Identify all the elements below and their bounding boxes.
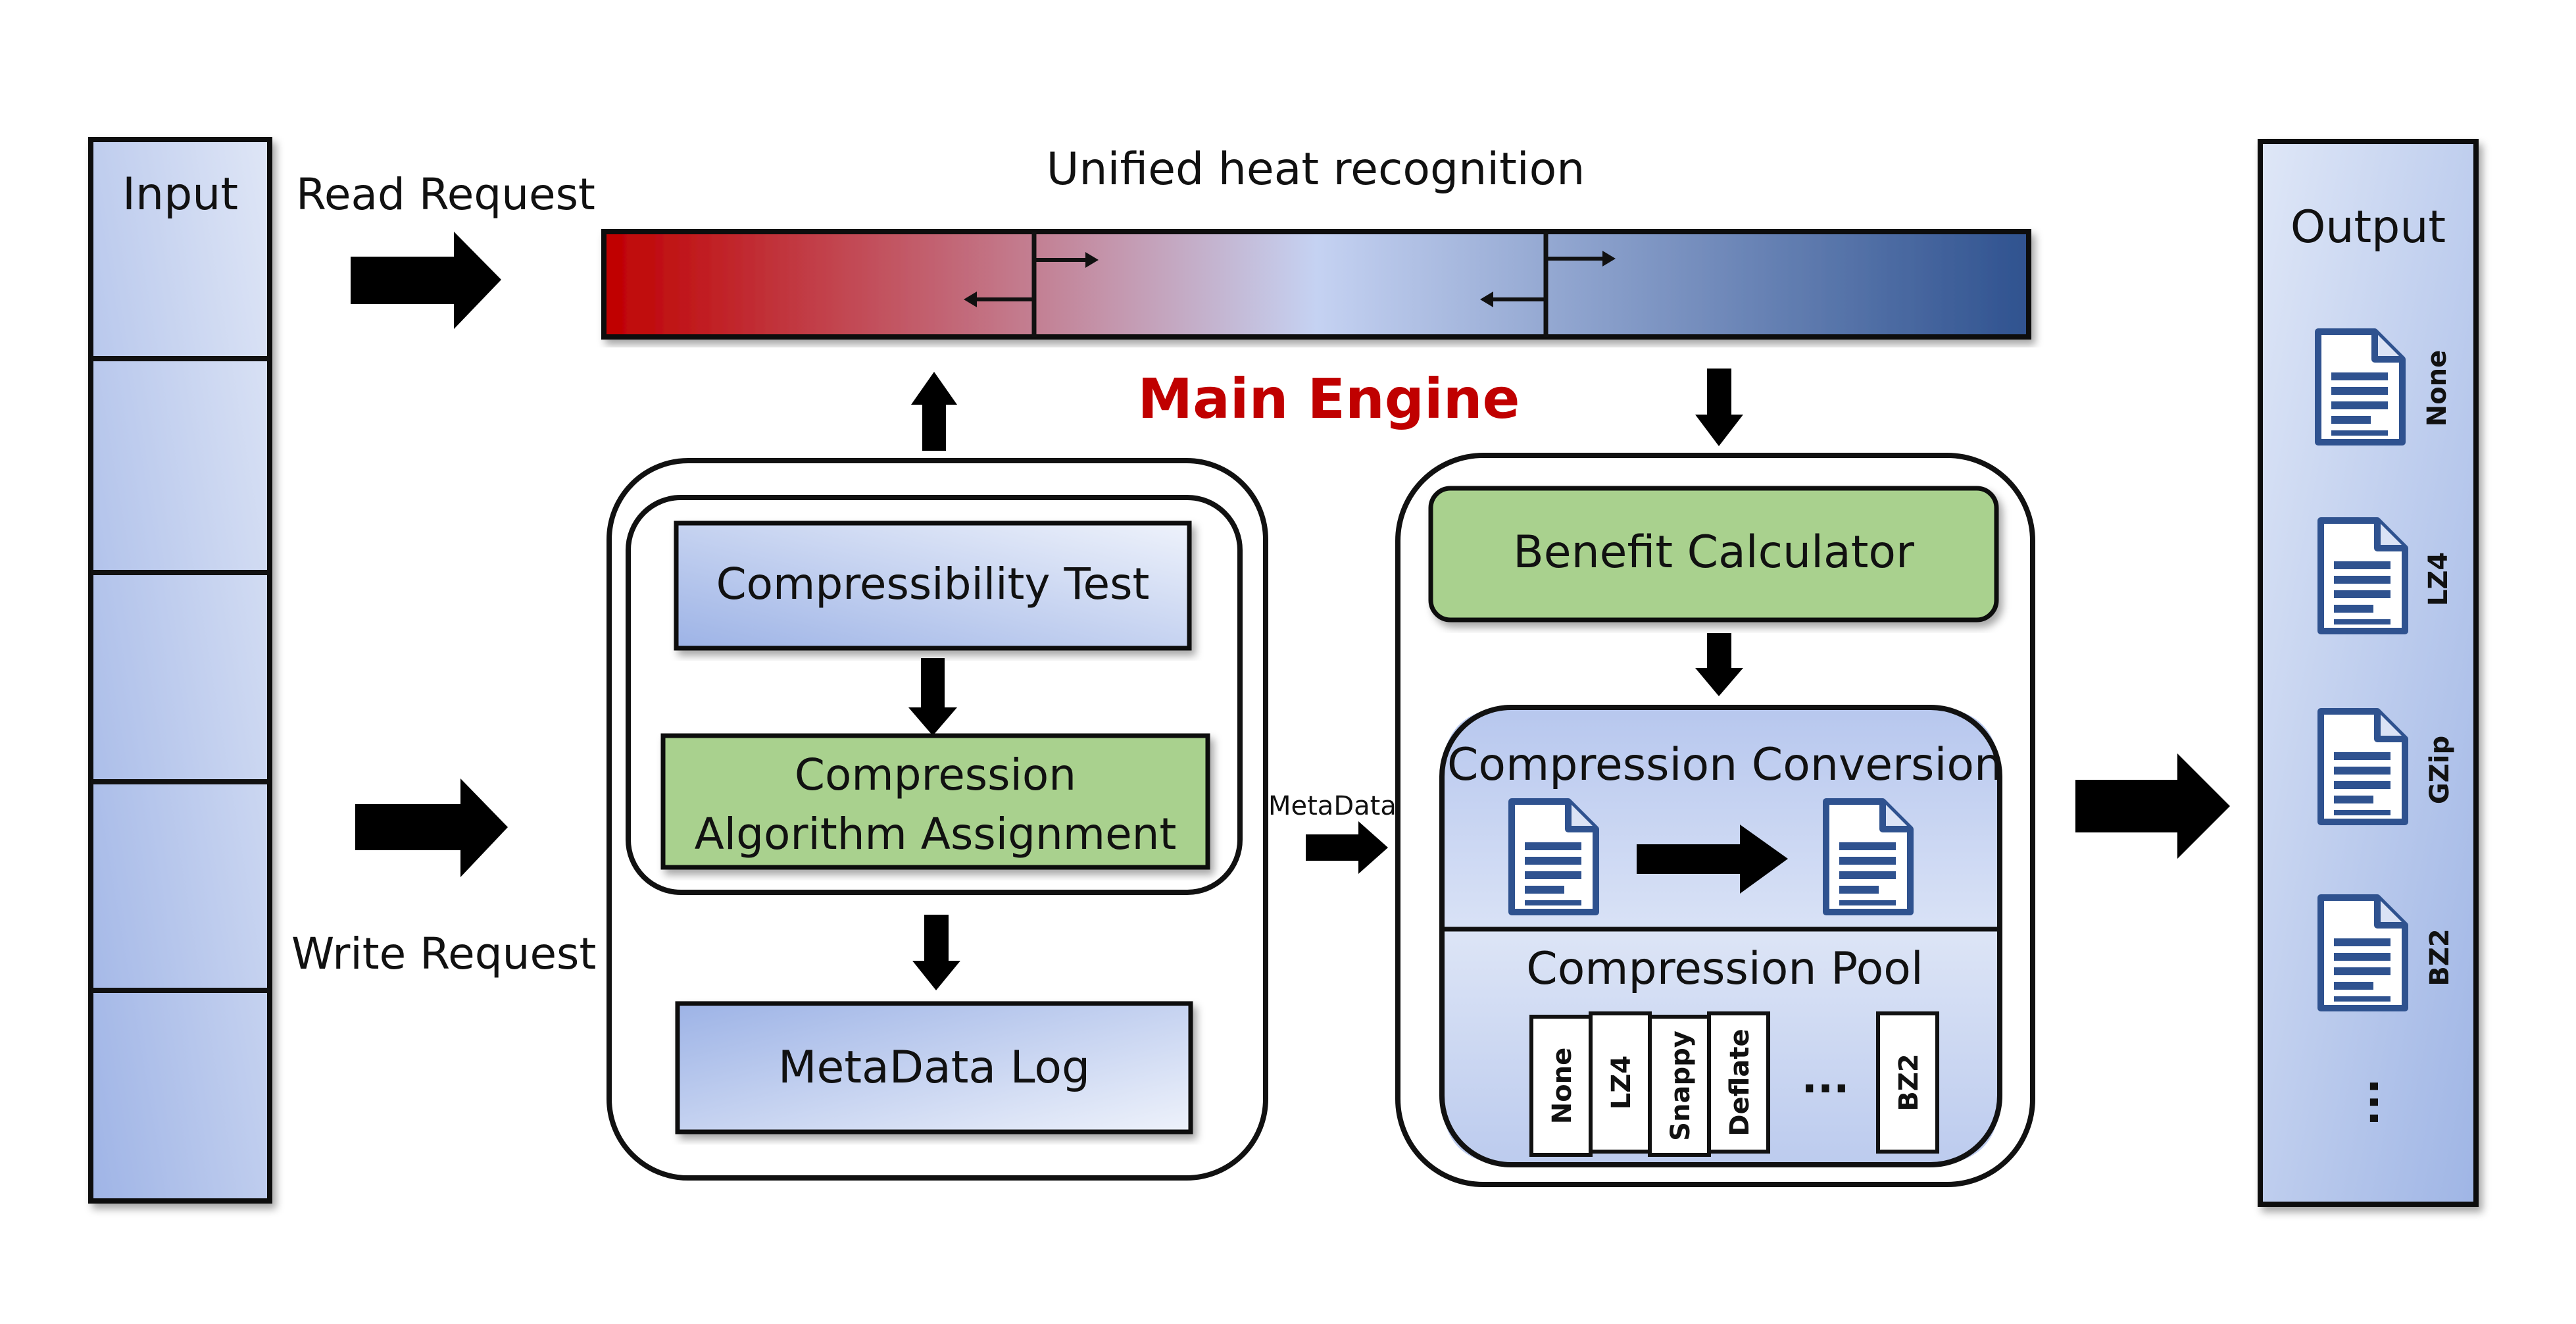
file-icon <box>2321 898 2405 1008</box>
down-arrow <box>1695 369 1743 446</box>
svg-text:BZ2: BZ2 <box>1894 1054 1924 1111</box>
output-column: Output None LZ4 GZip BZ2 ... <box>2258 139 2479 1207</box>
read-request-label: Read Request <box>296 169 595 220</box>
file-icon <box>2321 711 2405 822</box>
write-request-arrow <box>355 778 508 877</box>
compressibility-test-box <box>674 521 1192 651</box>
pool-item-bz2: BZ2 <box>1876 1011 1939 1154</box>
compressibility-test-label: Compressibility Test <box>716 559 1150 609</box>
svg-text:GZip: GZip <box>2425 736 2455 804</box>
output-file-bz2: BZ2 <box>2321 898 2455 1008</box>
output-file-none: None <box>2318 332 2452 442</box>
metadata-arrow-label: MetaData <box>1268 791 1397 821</box>
benefit-calculator-box <box>1428 486 1999 623</box>
pool-label: Compression Pool <box>1526 943 1923 995</box>
svg-text:BZ2: BZ2 <box>2425 929 2455 986</box>
algorithm-assignment-box <box>660 733 1210 870</box>
arrow-test-to-assignment <box>908 658 957 736</box>
conversion-arrow <box>1637 825 1788 894</box>
right-module: Benefit Calculator Compression Conversio… <box>1395 453 2035 1187</box>
arrow-to-metadata-log <box>912 915 960 990</box>
file-icon <box>2321 521 2405 631</box>
heat-recognition-bar: Unified heat recognition <box>601 143 2031 340</box>
input-label: Input <box>122 168 238 220</box>
pool-item-deflate: Deflate <box>1707 1011 1770 1154</box>
pool-ellipsis: ... <box>1802 1054 1850 1103</box>
svg-text:None: None <box>2422 350 2452 427</box>
up-arrow <box>911 372 957 451</box>
output-arrow <box>2075 753 2230 859</box>
conversion-label: Compression Conversion <box>1447 739 2002 791</box>
output-file-lz4: LZ4 <box>2321 521 2454 631</box>
metadata-log-label: MetaData Log <box>778 1042 1090 1094</box>
main-engine-title: Main Engine <box>1138 367 1520 431</box>
benefit-calculator-label: Benefit Calculator <box>1513 526 1914 578</box>
svg-text:LZ4: LZ4 <box>2423 552 2454 606</box>
output-file-gzip: GZip <box>2321 711 2455 822</box>
svg-text:Snappy: Snappy <box>1666 1031 1696 1141</box>
pool-item-snappy: Snappy <box>1648 1015 1711 1157</box>
file-icon <box>2318 332 2402 442</box>
assignment-label-line2: Algorithm Assignment <box>695 809 1177 859</box>
write-request-label: Write Request <box>291 929 596 979</box>
arrow-benefit-to-conversion <box>1695 633 1743 696</box>
output-label: Output <box>2291 201 2446 253</box>
heat-title: Unified heat recognition <box>1047 143 1585 195</box>
svg-text:None: None <box>1547 1048 1577 1125</box>
pool-item-lz4: LZ4 <box>1589 1011 1652 1154</box>
input-column: Input <box>88 137 272 1204</box>
left-module: Compressibility Test Compression Algorit… <box>607 458 1268 1181</box>
conversion-source-file-icon <box>1512 802 1596 912</box>
metadata-log-box <box>675 1001 1193 1134</box>
read-request-arrow <box>351 232 501 329</box>
svg-text:LZ4: LZ4 <box>1606 1056 1637 1109</box>
conversion-target-file-icon <box>1826 802 1910 912</box>
svg-text:Deflate: Deflate <box>1725 1029 1755 1136</box>
assignment-label-line1: Compression <box>795 750 1076 800</box>
metadata-arrow <box>1306 821 1388 874</box>
output-ellipsis: ... <box>2340 1079 2389 1127</box>
pool-item-none: None <box>1529 1015 1593 1157</box>
